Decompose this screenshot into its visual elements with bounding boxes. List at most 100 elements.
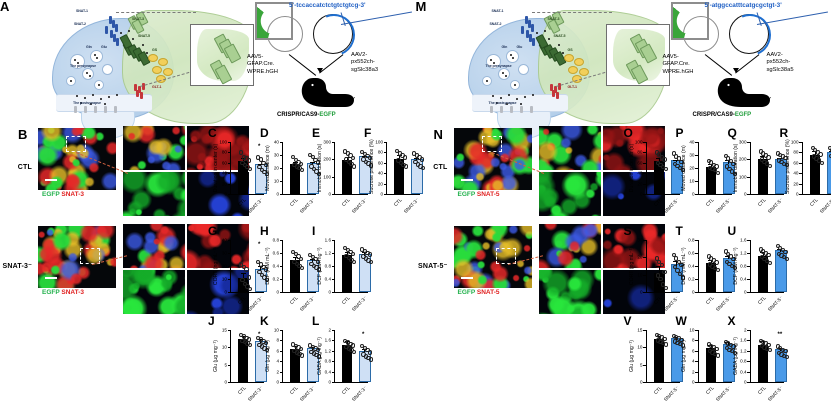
chart-x-axis (230, 194, 264, 195)
molecule-dot (501, 72, 504, 74)
glt1-transporter (553, 86, 557, 93)
molecule-dot (120, 32, 122, 34)
molecule-dot (89, 75, 91, 77)
chart-y-ticklabel: 0.6 (688, 250, 695, 256)
chart-data-point (300, 168, 305, 173)
chart-error-cap (344, 156, 350, 158)
chart-y-tick (331, 279, 334, 280)
chart-y-tick (227, 347, 230, 349)
crispr-label-prefix: CRISPR/CAS9- (692, 112, 735, 118)
chart-y-ticklabel: 60 (637, 160, 643, 166)
chart-y-ticklabel: 0 (691, 289, 695, 295)
chart-error-cap (309, 258, 315, 260)
chart-y-tick (643, 152, 646, 154)
chart-y-ticklabel: 0.8 (324, 358, 331, 364)
molecule-dot (485, 80, 488, 82)
glutamine-synthetase (578, 68, 589, 76)
chart-data-point (764, 161, 770, 166)
chart-x-axis (749, 194, 784, 195)
chart-y-ticklabel: 2 (743, 327, 747, 333)
snat-transporter-bar (524, 16, 528, 24)
chart-y-ticklabel: 40 (221, 170, 227, 176)
chart-data-point (759, 157, 765, 162)
chart-y-tick (227, 240, 230, 241)
vesicle (70, 54, 85, 69)
chart-data-point (726, 156, 731, 161)
chart-y-axis-title: GABA (µg mg⁻¹) (732, 337, 739, 376)
chart-data-point (265, 277, 270, 283)
microscopy-scale-bar (460, 179, 473, 181)
chart-bar-SNAT-5⁻ (774, 250, 787, 292)
chart-y-ticklabel: 0 (743, 191, 747, 197)
chart-y-tick (331, 361, 334, 363)
crispr-mouse-label: CRISPR/CAS9-EGFP (693, 112, 752, 118)
chart-data-point (419, 157, 425, 162)
chart-y-tick (643, 173, 646, 175)
chart-bar-CTL (290, 260, 300, 292)
panel-letter-X: X (727, 314, 736, 328)
chart-data-point (660, 282, 666, 287)
panel-letter-Q: Q (727, 126, 737, 140)
chart-y-tick (747, 194, 750, 195)
chart-error-cap (829, 150, 831, 152)
vesicle (82, 68, 94, 80)
chart-data-point (248, 166, 253, 172)
molecule-dot (557, 44, 560, 46)
chart-y-tick (279, 142, 282, 143)
schematic-label-4: GS (152, 48, 157, 52)
chart-data-point (819, 160, 824, 165)
microscopy-overview-1 (38, 226, 116, 288)
microscopy-overview-0 (38, 128, 116, 190)
chart-y-ticklabel: 0 (224, 191, 227, 197)
chart-error-bar (364, 252, 365, 256)
chart-y-tick (383, 142, 386, 143)
postsynaptic-receptor (74, 106, 77, 113)
chart-data-point (298, 257, 304, 262)
chart-data-point (315, 348, 321, 353)
glt1-transporter (555, 92, 559, 99)
chart-y-tick (747, 142, 750, 143)
chart-data-point (349, 161, 354, 166)
chart-y-tick (643, 194, 646, 195)
schematic-label-8: The presynapse (485, 64, 512, 68)
molecule-dot (505, 103, 508, 105)
chart-y-ticklabel: 1.6 (740, 237, 747, 243)
chart-data-point (293, 251, 298, 257)
chart-y-ticklabel: 0 (328, 289, 331, 295)
chart-data-point (731, 257, 736, 262)
chart-data-point (298, 161, 304, 166)
chart-data-point (265, 172, 270, 177)
schematic-label-5: GLT-1 (567, 85, 578, 89)
chart-data-point (261, 264, 266, 270)
chart-y-axis (334, 142, 335, 194)
chart-bar-CTL (809, 155, 820, 194)
magnified-inset (605, 24, 670, 86)
chart-y-ticklabel: 6 (276, 348, 279, 354)
chart-y-ticklabel: 100 (738, 174, 747, 180)
chart-data-point (732, 172, 737, 177)
chart-y-ticklabel: 0.4 (740, 276, 747, 282)
molecule-dot (94, 54, 96, 56)
chart-error-bar (312, 161, 313, 166)
chart-x-axis (334, 292, 368, 293)
chart-y-ticklabel: 1.6 (324, 337, 331, 343)
molecule-dot (76, 95, 78, 97)
chart-y-ticklabel: 20 (637, 181, 643, 187)
microscopy-zoom-SNAT-5⁻-merge (538, 224, 601, 268)
chart-data-point (309, 164, 314, 169)
chart-data-point (421, 165, 426, 171)
chart-y-ticklabel: 20 (689, 165, 695, 171)
chart-y-ticklabel: 0.8 (272, 237, 279, 243)
chart-y-tick (643, 382, 646, 383)
microscopy-row-label-0: CTL (433, 164, 448, 171)
microscopy-roi-box (80, 248, 100, 264)
chart-y-axis-title: Glu (µg mg⁻¹) (213, 340, 219, 372)
molecule-dot (509, 54, 512, 56)
chart-data-point (732, 350, 737, 356)
microscopy-channel-caption-1: EGFP SNAT-5 (458, 289, 500, 296)
snat-transporter-bar (115, 24, 118, 32)
chart-data-point (679, 263, 684, 268)
